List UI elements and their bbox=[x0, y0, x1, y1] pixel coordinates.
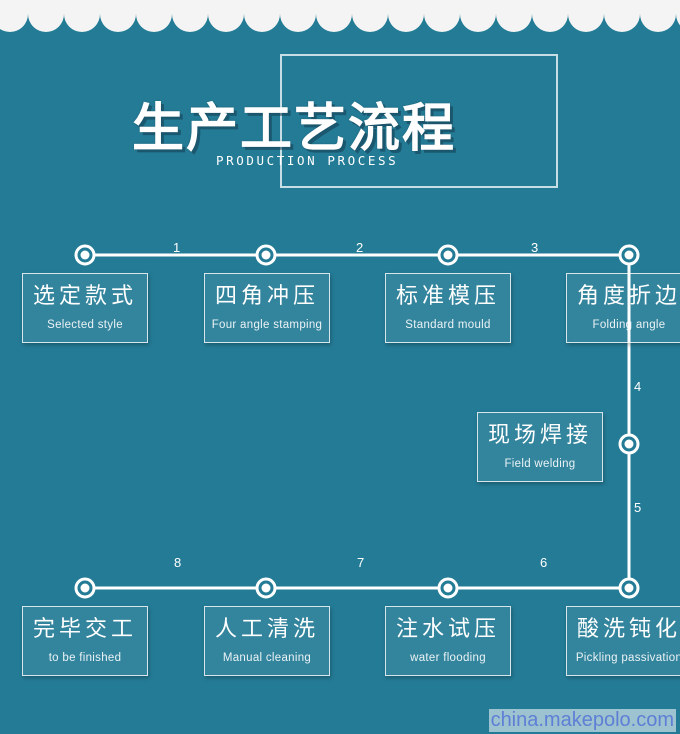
step-finished: 完毕交工 to be finished bbox=[22, 606, 148, 676]
step-number: 2 bbox=[356, 240, 364, 255]
scallop-bump bbox=[280, 0, 316, 32]
step-number: 6 bbox=[540, 555, 548, 570]
scallop-bump bbox=[640, 0, 676, 32]
step-label-zh: 角度折边 bbox=[576, 284, 680, 309]
step-four-angle-stamping: 四角冲压 Four angle stamping bbox=[204, 273, 330, 343]
flow-node-dot bbox=[80, 583, 90, 593]
flow-node-dot bbox=[624, 583, 634, 593]
scallop-bump bbox=[496, 0, 532, 32]
scallop-bump bbox=[604, 0, 640, 32]
step-label-zh: 现场焊接 bbox=[487, 423, 592, 448]
step-number: 1 bbox=[173, 240, 181, 255]
scalloped-top-border bbox=[0, 0, 680, 32]
step-label-zh: 选定款式 bbox=[32, 284, 137, 309]
scallop-bump bbox=[244, 0, 280, 32]
step-number: 3 bbox=[531, 240, 539, 255]
step-label-en: to be finished bbox=[48, 652, 122, 664]
step-label-en: Manual cleaning bbox=[222, 652, 312, 664]
step-number: 8 bbox=[174, 555, 182, 570]
flow-node-dot bbox=[443, 583, 453, 593]
scallop-bump bbox=[676, 2, 680, 26]
step-label-zh: 四角冲压 bbox=[214, 284, 319, 309]
step-label-en: Four angle stamping bbox=[211, 319, 323, 331]
scallop-bump bbox=[532, 0, 568, 32]
scallop-bump bbox=[172, 0, 208, 32]
scallop-bump bbox=[352, 0, 388, 32]
step-folding-angle: 角度折边 Folding angle bbox=[566, 273, 680, 343]
scallop-bump bbox=[388, 0, 424, 32]
scallop-bump bbox=[64, 0, 100, 32]
step-number: 5 bbox=[634, 500, 642, 515]
step-manual-cleaning: 人工清洗 Manual cleaning bbox=[204, 606, 330, 676]
step-label-en: Field welding bbox=[504, 458, 576, 470]
step-label-en: water flooding bbox=[410, 652, 486, 664]
step-label-zh: 完毕交工 bbox=[32, 617, 137, 642]
scallop-bump bbox=[100, 0, 136, 32]
step-label-zh: 标准模压 bbox=[395, 284, 500, 309]
flow-node-dot bbox=[261, 250, 271, 260]
step-label-zh: 酸洗钝化 bbox=[576, 617, 680, 642]
step-pickling-passivation: 酸洗钝化 Pickling passivation bbox=[566, 606, 680, 676]
page-title: 生产工艺流程 bbox=[132, 99, 457, 159]
flow-node-dot bbox=[624, 439, 634, 449]
flow-node-dot bbox=[261, 583, 271, 593]
scallop-bump bbox=[28, 0, 64, 32]
page-subtitle: PRODUCTION PROCESS bbox=[216, 153, 399, 168]
watermark: china.makepolo.com bbox=[488, 709, 676, 732]
step-label-zh: 注水试压 bbox=[395, 617, 500, 642]
scallop-bump bbox=[568, 0, 604, 32]
step-label-zh: 人工清洗 bbox=[214, 617, 319, 642]
flow-node-dot bbox=[624, 250, 634, 260]
step-field-welding: 现场焊接 Field welding bbox=[477, 412, 603, 482]
step-standard-mould: 标准模压 Standard mould bbox=[385, 273, 511, 343]
step-number: 4 bbox=[634, 379, 642, 394]
step-water-flooding: 注水试压 water flooding bbox=[385, 606, 511, 676]
step-number: 7 bbox=[357, 555, 365, 570]
scallop-bump bbox=[316, 0, 352, 32]
scallop-bump bbox=[424, 0, 460, 32]
step-select-style: 选定款式 Selected style bbox=[22, 273, 148, 343]
step-label-en: Selected style bbox=[47, 319, 123, 331]
flow-node-dot bbox=[80, 250, 90, 260]
scallop-bump bbox=[460, 0, 496, 32]
scallop-bump bbox=[136, 0, 172, 32]
scallop-bump bbox=[208, 0, 244, 32]
step-label-en: Folding angle bbox=[592, 319, 666, 331]
scallop-bump bbox=[0, 0, 28, 32]
title-frame bbox=[280, 54, 558, 188]
flow-node-dot bbox=[443, 250, 453, 260]
step-label-en: Standard mould bbox=[405, 319, 491, 331]
step-label-en: Pickling passivation bbox=[575, 652, 680, 664]
